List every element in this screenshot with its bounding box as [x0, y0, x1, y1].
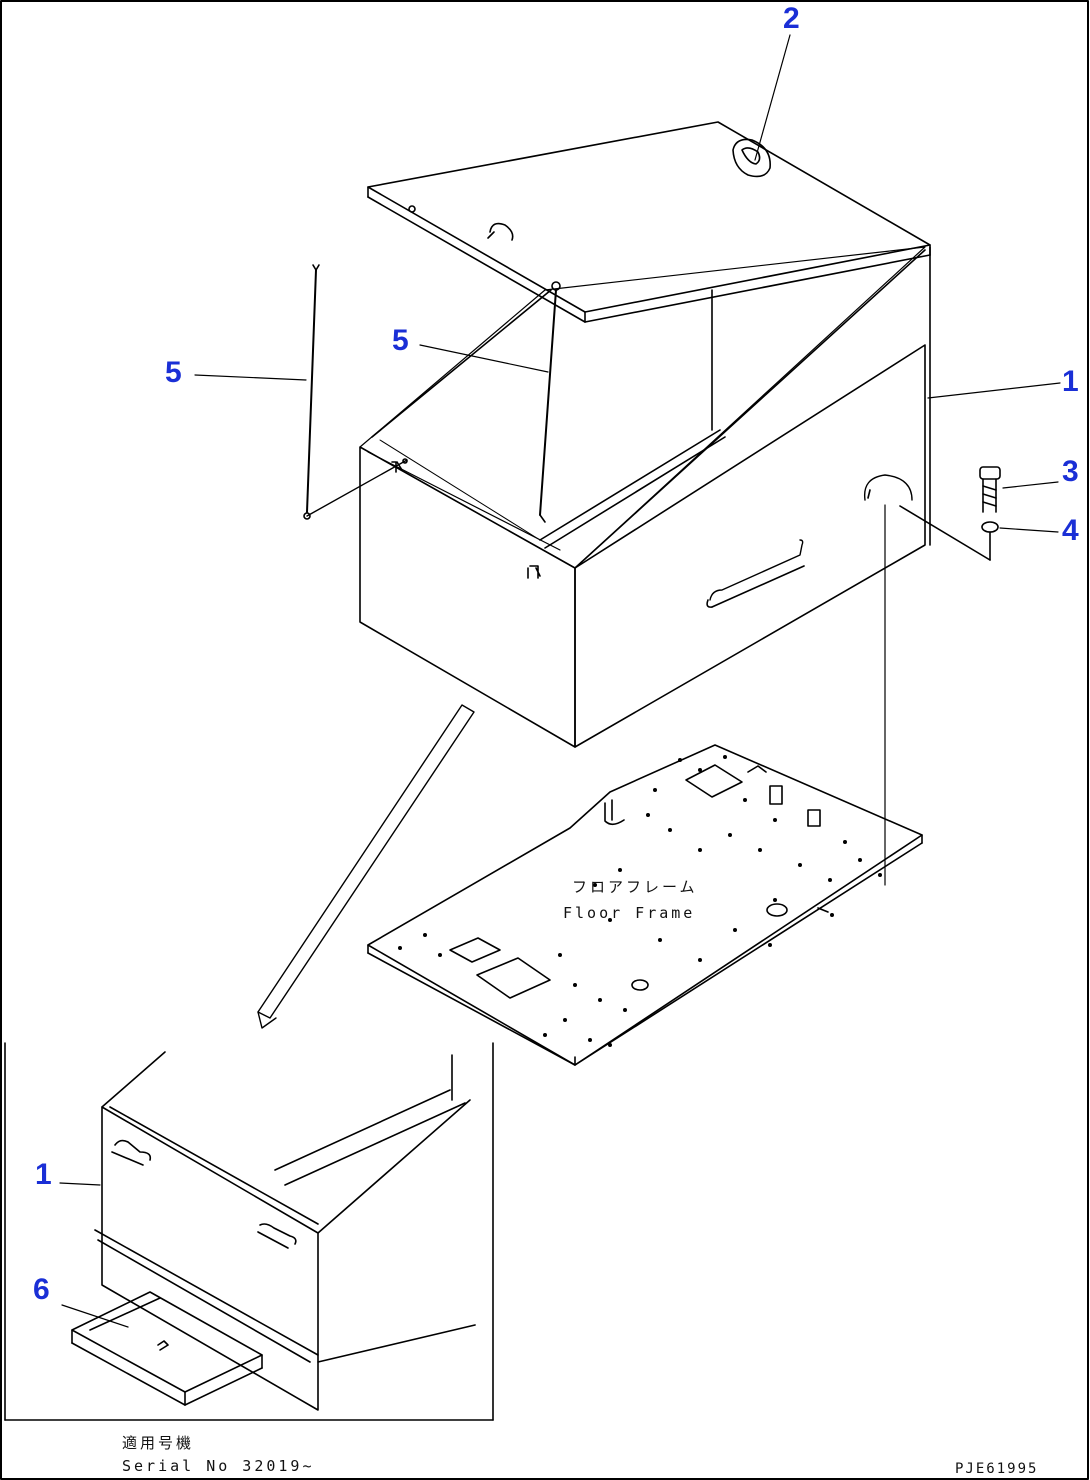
support-rod-mid	[371, 289, 557, 523]
drawing-code: PJE61995	[955, 1461, 1039, 1477]
bolt-part-3	[979, 466, 1001, 513]
callout-2: 2	[783, 2, 800, 35]
toolbox-lid	[367, 121, 931, 323]
callout-5-mid: 5	[392, 324, 409, 357]
detail-arrow	[257, 704, 475, 1029]
leader-lines	[59, 34, 1061, 1328]
serial-jp-label: 適用号機	[122, 1434, 195, 1452]
inset-detail	[4, 1042, 494, 1421]
floor-frame-en-label: Floor Frame	[563, 904, 696, 922]
callout-1-top: 1	[1062, 365, 1079, 398]
serial-en-label: Serial No 32019~	[122, 1457, 315, 1475]
washer-part-4	[899, 505, 999, 561]
callout-1-inset: 1	[35, 1158, 52, 1191]
toolbox-body	[359, 246, 931, 748]
callout-4: 4	[1062, 514, 1079, 547]
floor-frame-jp-label: フロアフレーム	[572, 878, 698, 896]
support-rod-left	[303, 264, 408, 520]
callout-6: 6	[33, 1273, 50, 1306]
callout-3: 3	[1062, 455, 1079, 488]
floor-frame	[367, 744, 923, 1066]
callout-5-left: 5	[165, 356, 182, 389]
